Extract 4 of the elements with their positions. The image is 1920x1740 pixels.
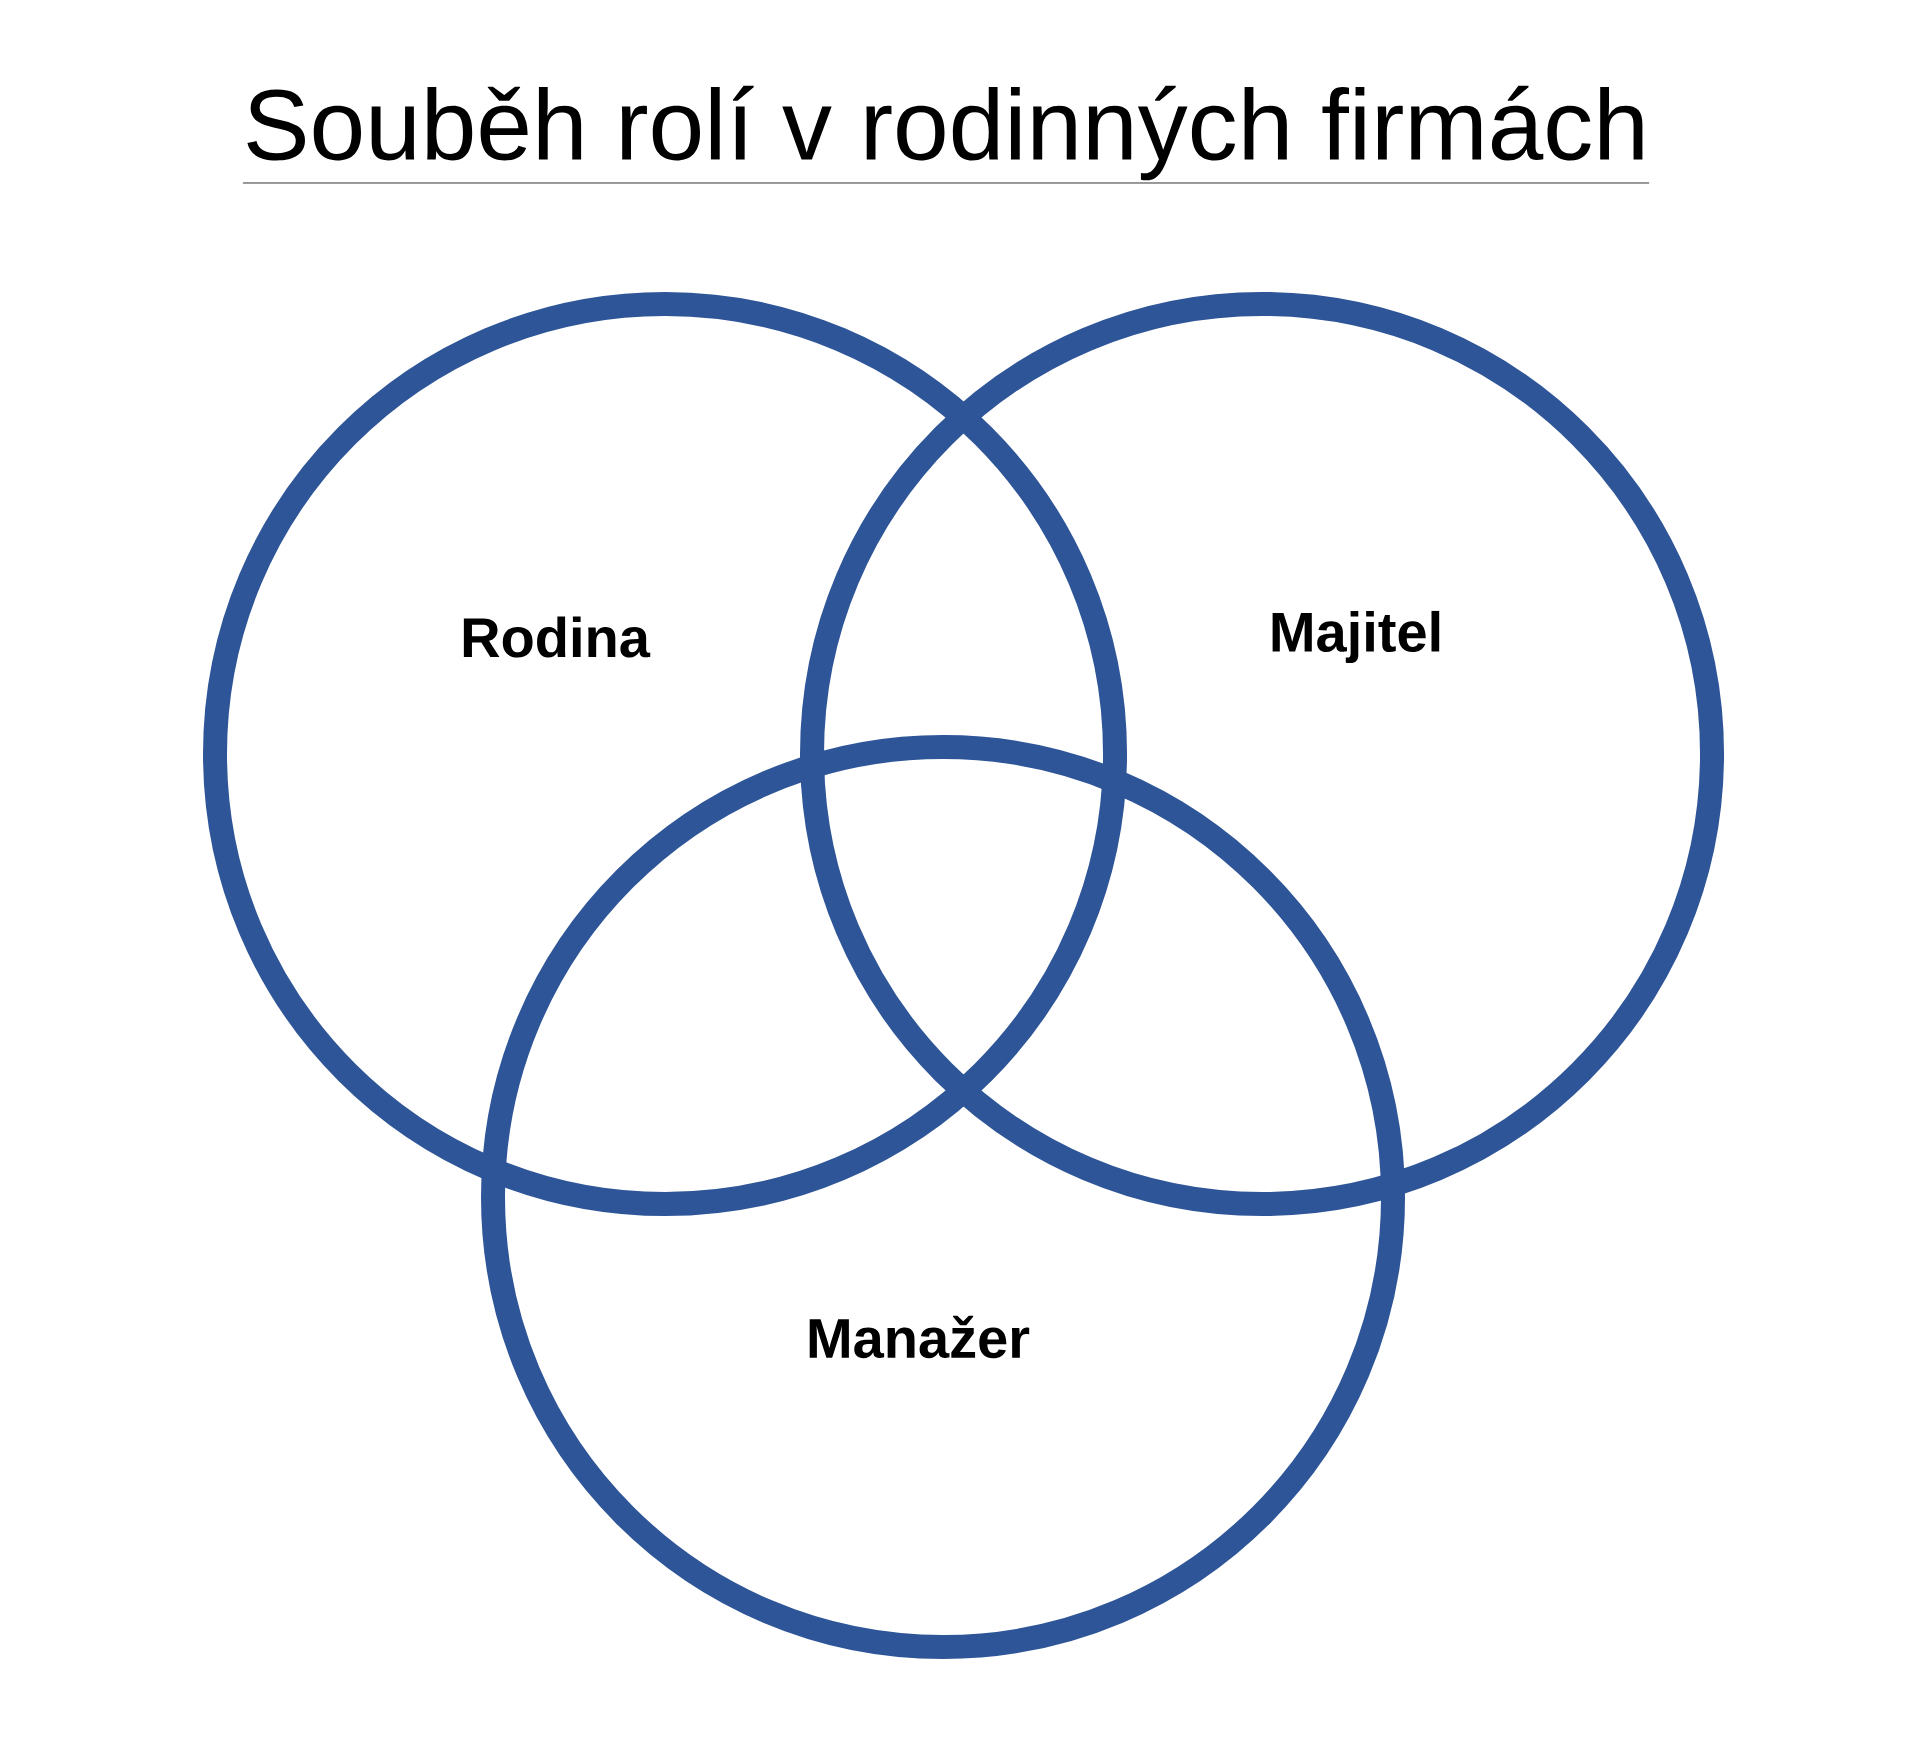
circle-label: Manažer [809, 1315, 1030, 1359]
circle-label: Rodina [463, 616, 651, 658]
circle-label: Majitel [1272, 610, 1440, 664]
title: Souběh rolí v rodinných firmách [242, 85, 1650, 184]
